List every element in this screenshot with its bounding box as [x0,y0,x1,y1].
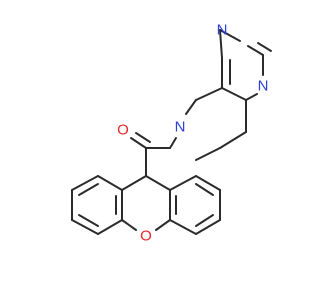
bond [121,219,137,231]
bond [221,87,247,101]
bond [219,131,247,149]
bond [145,175,171,191]
bond [71,219,99,235]
bond [169,137,177,149]
bond [247,45,264,56]
bond [245,93,258,101]
bond [195,175,221,191]
nitrogen-label: N [217,22,228,39]
atom-n-ring: N [175,119,186,136]
atom-n-right: N [258,78,269,95]
bond [169,219,197,235]
bond-layer [71,29,272,235]
bond [78,214,99,227]
oxygen-label: O [117,122,129,139]
bond [155,219,171,231]
molecule-drawing: N N N O O [71,22,272,245]
bond [121,175,147,191]
atom-o-xanthene: O [140,228,152,245]
bond [185,99,197,115]
bond [195,214,214,227]
bond [135,132,151,143]
bond [97,175,123,191]
bond [97,219,123,235]
nitrogen-label: N [175,119,186,136]
bond [195,219,221,235]
oxygen-label: O [140,228,152,245]
bond [130,137,147,149]
bond [195,87,223,101]
bond [195,183,214,196]
nitrogen-label: N [258,78,269,95]
bond [257,42,272,52]
bond [195,147,221,161]
bond [219,29,223,59]
bond [219,29,241,42]
bond [169,175,197,191]
atom-o-carbonyl: O [117,122,129,139]
bond [78,183,99,196]
atom-n-top: N [217,22,228,39]
bond [71,175,99,191]
structure-canvas: N N N O O [71,21,272,245]
